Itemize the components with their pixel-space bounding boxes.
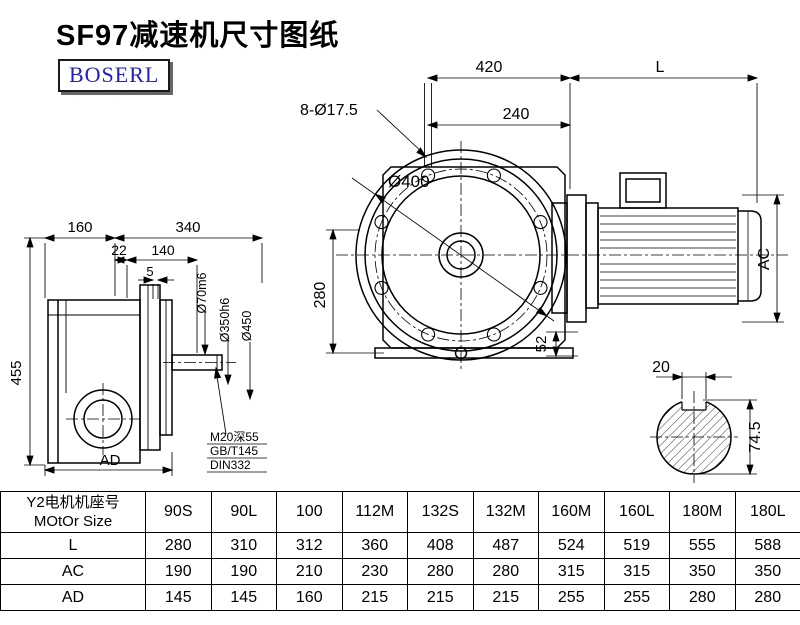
dim-240-label: 240	[503, 106, 530, 123]
column-header: 132M	[472, 491, 539, 533]
table-cell: 280	[472, 558, 539, 585]
table-cell: 190	[145, 558, 212, 585]
keyway-slot	[681, 402, 707, 411]
table-cell: 315	[603, 558, 670, 585]
table-cell: 487	[472, 532, 539, 559]
column-header: 180M	[669, 491, 736, 533]
table-cell: 350	[734, 558, 800, 585]
note-tap-label: M20深55	[210, 430, 259, 444]
dia-450-label: Ø450	[240, 311, 254, 342]
dim-74-5-label: 74.5	[747, 421, 764, 452]
table-cell: 230	[341, 558, 408, 585]
dim-340-label: 340	[175, 219, 200, 236]
table-cell: 215	[472, 584, 539, 611]
column-header: 160M	[538, 491, 605, 533]
table-row-AD: AD 145 145 160 215 215 215 255 255 280 2…	[0, 584, 800, 611]
column-header: 112M	[341, 491, 408, 533]
table-cell: 215	[341, 584, 408, 611]
dia-400-label: Ø400	[388, 172, 430, 191]
table-cell: 312	[276, 532, 343, 559]
dim-280-label: 280	[312, 282, 329, 309]
dim-20-label: 20	[652, 359, 670, 376]
dim-AD-label: AD	[100, 452, 121, 469]
header-line2: MOtOr Size	[33, 513, 113, 530]
table-cell: 280	[407, 558, 474, 585]
dim-455-label: 455	[8, 360, 25, 385]
column-header: 100	[276, 491, 343, 533]
table-cell: 360	[341, 532, 408, 559]
column-header: 180L	[734, 491, 800, 533]
dim-140-label: 140	[151, 242, 175, 258]
table-cell: 215	[407, 584, 474, 611]
table-cell: 145	[145, 584, 212, 611]
motor-ribs	[600, 215, 736, 297]
table-cell: 280	[145, 532, 212, 559]
dia-350h6-label: Ø350h6	[218, 298, 232, 343]
table-cell: 280	[734, 584, 800, 611]
table-cell: 145	[210, 584, 277, 611]
row-label: L	[0, 532, 146, 559]
table-cell: 255	[538, 584, 605, 611]
fan-cover	[738, 210, 762, 302]
table-cell: 519	[603, 532, 670, 559]
table-cell: 280	[669, 584, 736, 611]
table-cell: 555	[669, 532, 736, 559]
dim-160-label: 160	[67, 219, 92, 236]
column-header: 90L	[210, 491, 277, 533]
bolt-holes-label: 8-Ø17.5	[300, 102, 358, 119]
row-label: AD	[0, 584, 146, 611]
terminal-box	[619, 172, 667, 209]
table-header-row: Y2电机机座号 MOtOr Size 90S 90L 100 112M 132S…	[0, 491, 800, 533]
output-flange-side	[139, 284, 161, 451]
note-din-label: DIN332	[210, 458, 251, 472]
note-gb-label: GB/T145	[210, 444, 258, 458]
dimension-drawing: 420 L 240 8-Ø17.5 Ø400 280 52 AC 160 340…	[8, 59, 788, 483]
table-cell: 524	[538, 532, 605, 559]
row-label: AC	[0, 558, 146, 585]
table-cell: 190	[210, 558, 277, 585]
table-row-L: L 280 310 312 360 408 487 524 519 555 58…	[0, 532, 800, 559]
motor-size-table: Y2电机机座号 MOtOr Size 90S 90L 100 112M 132S…	[0, 491, 800, 611]
dia-70m6-label: Ø70m6	[195, 272, 209, 313]
header-line1: Y2电机机座号	[26, 494, 120, 511]
table-cell: 350	[669, 558, 736, 585]
table-cell: 160	[276, 584, 343, 611]
table-row-AC: AC 190 190 210 230 280 280 315 315 350 3…	[0, 558, 800, 585]
dim-420-label: 420	[476, 59, 503, 76]
motor-flange	[566, 194, 587, 323]
dim-AC-label: AC	[756, 248, 773, 270]
table-cell: 210	[276, 558, 343, 585]
dimension-labels: 420 L 240 8-Ø17.5 Ø400 280 52 AC 160 340…	[8, 59, 773, 472]
column-header: 90S	[145, 491, 212, 533]
table-cell: 315	[538, 558, 605, 585]
dim-5-label: 5	[146, 264, 153, 279]
dimension-lines	[24, 74, 784, 476]
dim-52-label: 52	[533, 336, 550, 353]
table-cell: 255	[603, 584, 670, 611]
dim-22-label: 22	[111, 242, 127, 258]
dim-L-label: L	[656, 59, 665, 76]
table-cell: 408	[407, 532, 474, 559]
page-title: SF97减速机尺寸图纸	[56, 20, 340, 52]
bolt-holes	[374, 168, 548, 342]
outlines	[47, 149, 762, 475]
brand-logo: BOSERL	[58, 59, 171, 92]
column-header: 160L	[603, 491, 670, 533]
table-cell: 310	[210, 532, 277, 559]
motor-body	[551, 172, 762, 323]
column-header: 132S	[407, 491, 474, 533]
motor-size-header-cell: Y2电机机座号 MOtOr Size	[0, 491, 146, 533]
table-cell: 588	[734, 532, 800, 559]
